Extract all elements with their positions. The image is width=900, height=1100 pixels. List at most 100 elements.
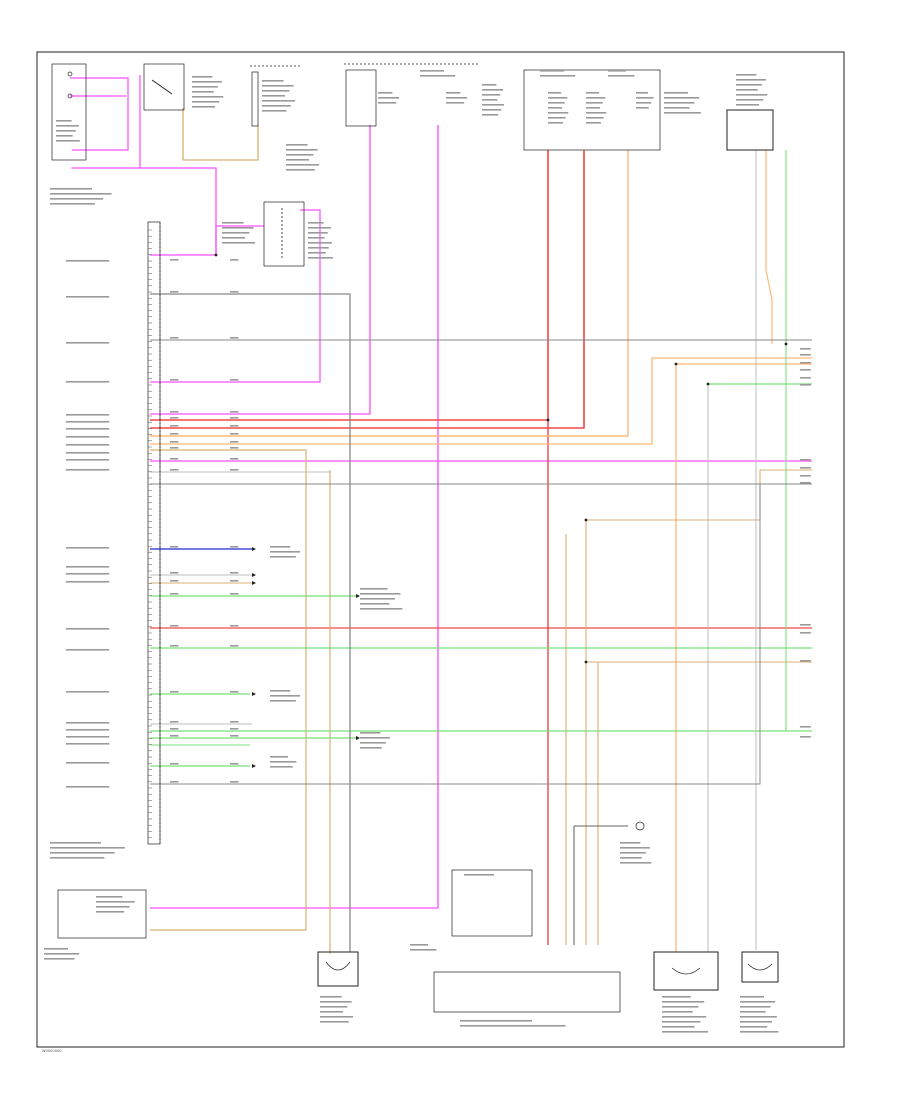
note-text bbox=[360, 588, 388, 590]
figure-id: W0000000 bbox=[42, 1049, 62, 1053]
bottom-right-sensor-a-text bbox=[662, 1016, 707, 1018]
wire-color-code bbox=[170, 433, 179, 435]
top-left-switch-text bbox=[56, 140, 80, 142]
note-text bbox=[270, 695, 300, 697]
fuse-block-b-text2 bbox=[446, 92, 461, 94]
note-text bbox=[270, 546, 291, 548]
wire-color-code bbox=[230, 735, 239, 737]
top-right-module-text bbox=[736, 79, 766, 81]
oil-switch-text bbox=[620, 842, 641, 844]
fuse-block-a-text bbox=[262, 110, 287, 112]
relay-text-a bbox=[548, 107, 563, 109]
ecm-pin-label bbox=[66, 547, 110, 549]
ecm-pin-label bbox=[66, 743, 110, 745]
wire-orange-module bbox=[765, 150, 773, 344]
offpage-arrow-icon bbox=[252, 581, 256, 585]
underhood-relay-center bbox=[523, 69, 661, 151]
wire-gray-ground bbox=[150, 293, 351, 952]
relay-text-c bbox=[636, 92, 648, 94]
bottom-right-sensor-b-text bbox=[740, 996, 764, 998]
offpage-arrow-icon bbox=[252, 547, 256, 551]
top-left-switch-text bbox=[56, 120, 72, 122]
wire-color-code bbox=[230, 580, 239, 582]
top-left-switch-text bbox=[56, 135, 73, 137]
wire-color-code bbox=[170, 546, 179, 548]
ecm-pin-label bbox=[66, 428, 110, 430]
wire-pink-relay bbox=[215, 225, 264, 255]
wire-color-code bbox=[230, 379, 239, 381]
wire-color-code bbox=[170, 291, 179, 293]
vehicle-speed-sensor-text bbox=[320, 996, 342, 998]
relay-text-b bbox=[586, 102, 603, 104]
oil-switch-text bbox=[620, 852, 646, 854]
lower-left-switch-detail bbox=[96, 896, 123, 898]
wire-color-code bbox=[230, 447, 239, 449]
mid-relay-right-text bbox=[308, 247, 329, 249]
mid-relay-left-text bbox=[222, 232, 250, 234]
top-left-switch-text bbox=[56, 125, 79, 127]
wire-color-code bbox=[230, 433, 239, 435]
right-wire-label bbox=[800, 348, 811, 350]
relay-text-c bbox=[636, 107, 649, 109]
wire-color-code bbox=[170, 691, 179, 693]
bottom-right-sensor-a-text bbox=[662, 1021, 701, 1023]
wire-color-code bbox=[230, 593, 239, 595]
relay-text-c bbox=[636, 102, 652, 104]
wire-color-code bbox=[230, 546, 239, 548]
right-wire-label bbox=[800, 384, 811, 386]
wire-color-code bbox=[170, 735, 179, 737]
top-right-module-text bbox=[736, 74, 757, 76]
wire-color-code bbox=[230, 721, 239, 723]
offpage-arrow-icon bbox=[356, 594, 360, 598]
right-wire-label bbox=[800, 467, 811, 469]
bottom-center-module bbox=[433, 971, 621, 1013]
bottom-right-sensor-a-text bbox=[662, 1006, 699, 1008]
switch-lever-icon bbox=[151, 79, 173, 95]
wire-color-code bbox=[230, 572, 239, 574]
note-text bbox=[360, 608, 403, 610]
right-wire-label bbox=[800, 377, 811, 379]
oil-switch-icon bbox=[635, 821, 645, 831]
wire-color-code bbox=[230, 441, 239, 443]
ecm-bottom-title-text bbox=[50, 857, 105, 859]
top-right-module bbox=[726, 109, 774, 151]
offpage-arrow-icon bbox=[252, 764, 256, 768]
brake-switch-text bbox=[192, 91, 214, 93]
ecm-title-text bbox=[50, 188, 92, 190]
relay-text-d bbox=[664, 107, 690, 109]
wire-color-code bbox=[170, 728, 179, 730]
right-wire-label bbox=[800, 362, 811, 364]
wire-color-code bbox=[170, 763, 179, 765]
fuse-block-b-header bbox=[420, 70, 444, 72]
mid-relay-right-text bbox=[308, 242, 332, 244]
ecm-pin-label bbox=[66, 736, 110, 738]
ecm-pin-label bbox=[66, 628, 110, 630]
ecm-pin-label bbox=[66, 729, 110, 731]
relay-text-b bbox=[586, 92, 600, 94]
mid-relay-left-text bbox=[222, 222, 244, 224]
bottom-right-sensor-b bbox=[741, 951, 779, 983]
top-right-module-text bbox=[736, 99, 764, 101]
wire-color-code bbox=[170, 469, 179, 471]
relay-text-a bbox=[548, 112, 569, 114]
fuse-block-a-text bbox=[262, 95, 286, 97]
wire-color-code bbox=[170, 259, 179, 261]
fuse-block-a-text bbox=[262, 80, 284, 82]
right-wire-label bbox=[800, 632, 811, 634]
bottom-right-sensor-a-text bbox=[662, 996, 691, 998]
wire-color-code bbox=[230, 625, 239, 627]
note-text bbox=[360, 737, 390, 739]
mid-relay-top-text bbox=[286, 159, 310, 161]
ecm-pin-label bbox=[66, 691, 110, 693]
relay-center-header bbox=[608, 70, 626, 72]
ignition-switch-side-text bbox=[410, 944, 428, 946]
wire-color-code bbox=[170, 441, 179, 443]
relay-text-d bbox=[664, 112, 701, 114]
ecm-pin-label bbox=[66, 296, 110, 298]
mid-relay-right-text bbox=[308, 227, 331, 229]
ecm-bottom-title-text bbox=[50, 842, 101, 844]
relay-text-b bbox=[586, 97, 606, 99]
ignition-switch-title bbox=[464, 874, 494, 876]
brake-switch-text bbox=[192, 76, 213, 78]
bottom-right-sensor-b-text bbox=[740, 1001, 776, 1003]
